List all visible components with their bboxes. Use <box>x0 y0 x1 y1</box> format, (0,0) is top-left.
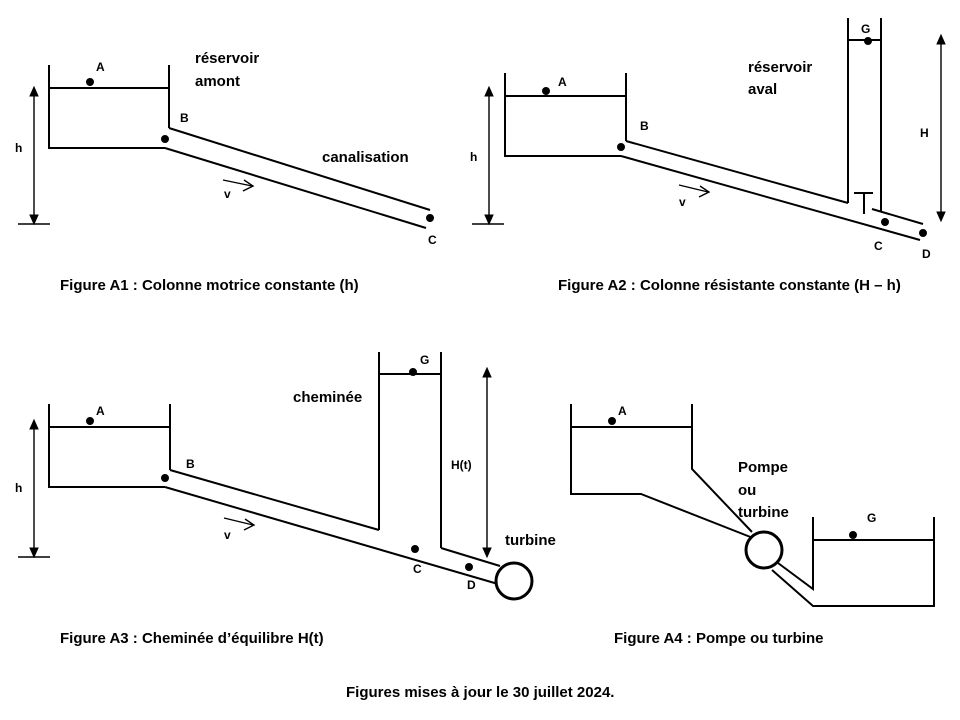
word-cheminee: cheminée <box>293 389 362 406</box>
pump-turbine-circle <box>744 530 784 570</box>
velocity-arrow-head <box>242 179 255 192</box>
point-a <box>86 78 94 86</box>
word-reservoir: réservoir <box>195 50 259 67</box>
velocity-arrow <box>223 517 254 526</box>
arrow-head-down-big <box>936 211 946 223</box>
pipe-top-wall-upstream <box>169 469 380 531</box>
caption-a2: Figure A2 : Colonne résistante constante… <box>558 277 901 294</box>
arrow-head-down-var <box>482 547 492 559</box>
label-h-t: H(t) <box>451 458 472 472</box>
label-a: A <box>96 60 105 74</box>
velocity-arrow <box>678 184 709 193</box>
word-turbine: turbine <box>505 532 556 549</box>
point-a <box>86 417 94 425</box>
caption-a4: Figure A4 : Pompe ou turbine <box>614 630 823 647</box>
pipe-top-wall <box>168 127 431 211</box>
label-d: D <box>922 247 931 261</box>
figure-a3: A B C D G h H(t) v cheminée turbine Figu… <box>15 352 556 647</box>
turbine-circle <box>494 561 534 601</box>
pipe-bottom-wall <box>164 147 427 229</box>
point-a <box>542 87 550 95</box>
arrow-head-up <box>29 418 39 430</box>
point-b <box>161 474 169 482</box>
label-c: C <box>874 239 883 253</box>
velocity-arrow-head <box>243 518 256 531</box>
label-a: A <box>96 404 105 418</box>
label-a: A <box>558 75 567 89</box>
label-c: C <box>413 562 422 576</box>
point-b <box>617 143 625 151</box>
point-d <box>465 563 473 571</box>
word-canalisation: canalisation <box>322 149 409 166</box>
word-aval: aval <box>748 81 777 98</box>
caption-a1: Figure A1 : Colonne motrice constante (h… <box>60 277 359 294</box>
word-pompe: Pompe <box>738 459 788 476</box>
label-g: G <box>867 511 876 525</box>
label-a: A <box>618 404 627 418</box>
word-turbine: turbine <box>738 504 789 521</box>
label-h: h <box>15 141 22 155</box>
point-g <box>864 37 872 45</box>
label-b: B <box>186 457 195 471</box>
label-d: D <box>467 578 476 592</box>
label-g: G <box>861 22 870 36</box>
label-b: B <box>640 119 649 133</box>
upper-reservoir-right-wall <box>691 404 753 533</box>
pipe-top-wall-downstream <box>440 547 501 567</box>
upper-reservoir-outline <box>570 404 754 539</box>
label-h: h <box>470 150 477 164</box>
word-ou: ou <box>738 482 756 499</box>
figure-a4: A G Pompe ou turbine Figure A4 : Pompe o… <box>570 404 935 647</box>
arrow-head-up <box>484 85 494 97</box>
label-h: h <box>15 481 22 495</box>
pipe-bottom-wall <box>620 155 921 241</box>
arrow-head-down <box>484 214 494 226</box>
point-c <box>411 545 419 553</box>
point-g <box>409 368 417 376</box>
point-d <box>919 229 927 237</box>
point-c <box>881 218 889 226</box>
word-amont: amont <box>195 73 240 90</box>
arrow-head-up-big <box>936 33 946 45</box>
label-g: G <box>420 353 429 367</box>
point-b <box>161 135 169 143</box>
arrow-head-up <box>29 85 39 97</box>
caption-a3: Figure A3 : Cheminée d’équilibre H(t) <box>60 630 324 647</box>
figure-a2: A B C D G h H v réservoir aval Figure A2… <box>470 18 946 294</box>
arrow-head-down <box>29 214 39 226</box>
velocity-arrow-head <box>698 185 711 198</box>
word-reservoir: réservoir <box>748 59 812 76</box>
reservoir-outline-left <box>48 404 165 488</box>
pipe-bottom-wall <box>164 486 499 585</box>
point-a <box>608 417 616 425</box>
label-v: v <box>224 528 231 542</box>
label-c: C <box>428 233 437 247</box>
label-b: B <box>180 111 189 125</box>
arrow-head-up-var <box>482 366 492 378</box>
arrow-head-down <box>29 547 39 559</box>
reservoir-outline-left <box>48 65 165 149</box>
figure-a1: A B C h v réservoir amont canalisation F… <box>15 50 437 294</box>
point-c <box>426 214 434 222</box>
footer-note: Figures mises à jour le 30 juillet 2024. <box>346 684 614 701</box>
label-big-h: H <box>920 126 929 140</box>
reservoir-outline-left <box>504 73 621 157</box>
pipe-top-wall-downstream <box>871 208 924 225</box>
point-g <box>849 531 857 539</box>
lower-reservoir-outline <box>771 517 935 607</box>
velocity-arrow <box>222 179 253 187</box>
label-v: v <box>679 195 686 209</box>
label-v: v <box>224 187 231 201</box>
pipe-top-wall-upstream <box>625 140 849 204</box>
